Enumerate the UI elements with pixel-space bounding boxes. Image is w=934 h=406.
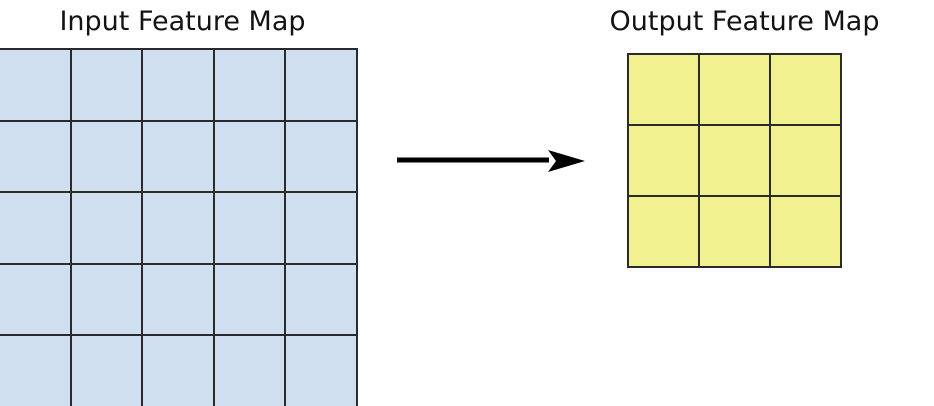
input-cell [71, 193, 142, 263]
input-cell [286, 264, 356, 335]
input-cell [0, 121, 70, 192]
input-cell [286, 193, 356, 263]
input-cell [143, 193, 213, 263]
output-cell [700, 197, 769, 266]
input-cell [0, 264, 70, 335]
input-cell [143, 336, 213, 406]
input-cell [214, 193, 285, 263]
output-cell [771, 55, 840, 124]
input-cell [71, 121, 142, 192]
output-cell [629, 197, 698, 266]
output-cell [771, 126, 840, 195]
input-cell [71, 264, 142, 335]
input-cell [214, 121, 285, 192]
input-feature-map-title: Input Feature Map [59, 6, 306, 37]
input-cell [0, 193, 70, 263]
output-cell [700, 55, 769, 124]
output-cell [771, 197, 840, 266]
output-feature-map-title: Output Feature Map [609, 6, 880, 37]
output-cell [629, 126, 698, 195]
input-cell [214, 50, 285, 120]
input-cell [143, 264, 213, 335]
input-cell [143, 121, 213, 192]
input-cell [71, 50, 142, 120]
output-cell [629, 55, 698, 124]
input-cell [214, 336, 285, 406]
input-cell [0, 336, 70, 406]
input-cell [214, 264, 285, 335]
output-cell [700, 126, 769, 195]
output-feature-map-grid [627, 53, 842, 268]
input-feature-map-grid [0, 48, 358, 406]
input-cell [286, 121, 356, 192]
input-cell [286, 336, 356, 406]
right-arrow-icon [397, 150, 585, 172]
input-cell [286, 50, 356, 120]
input-cell [143, 50, 213, 120]
input-cell [0, 50, 70, 120]
input-cell [71, 336, 142, 406]
